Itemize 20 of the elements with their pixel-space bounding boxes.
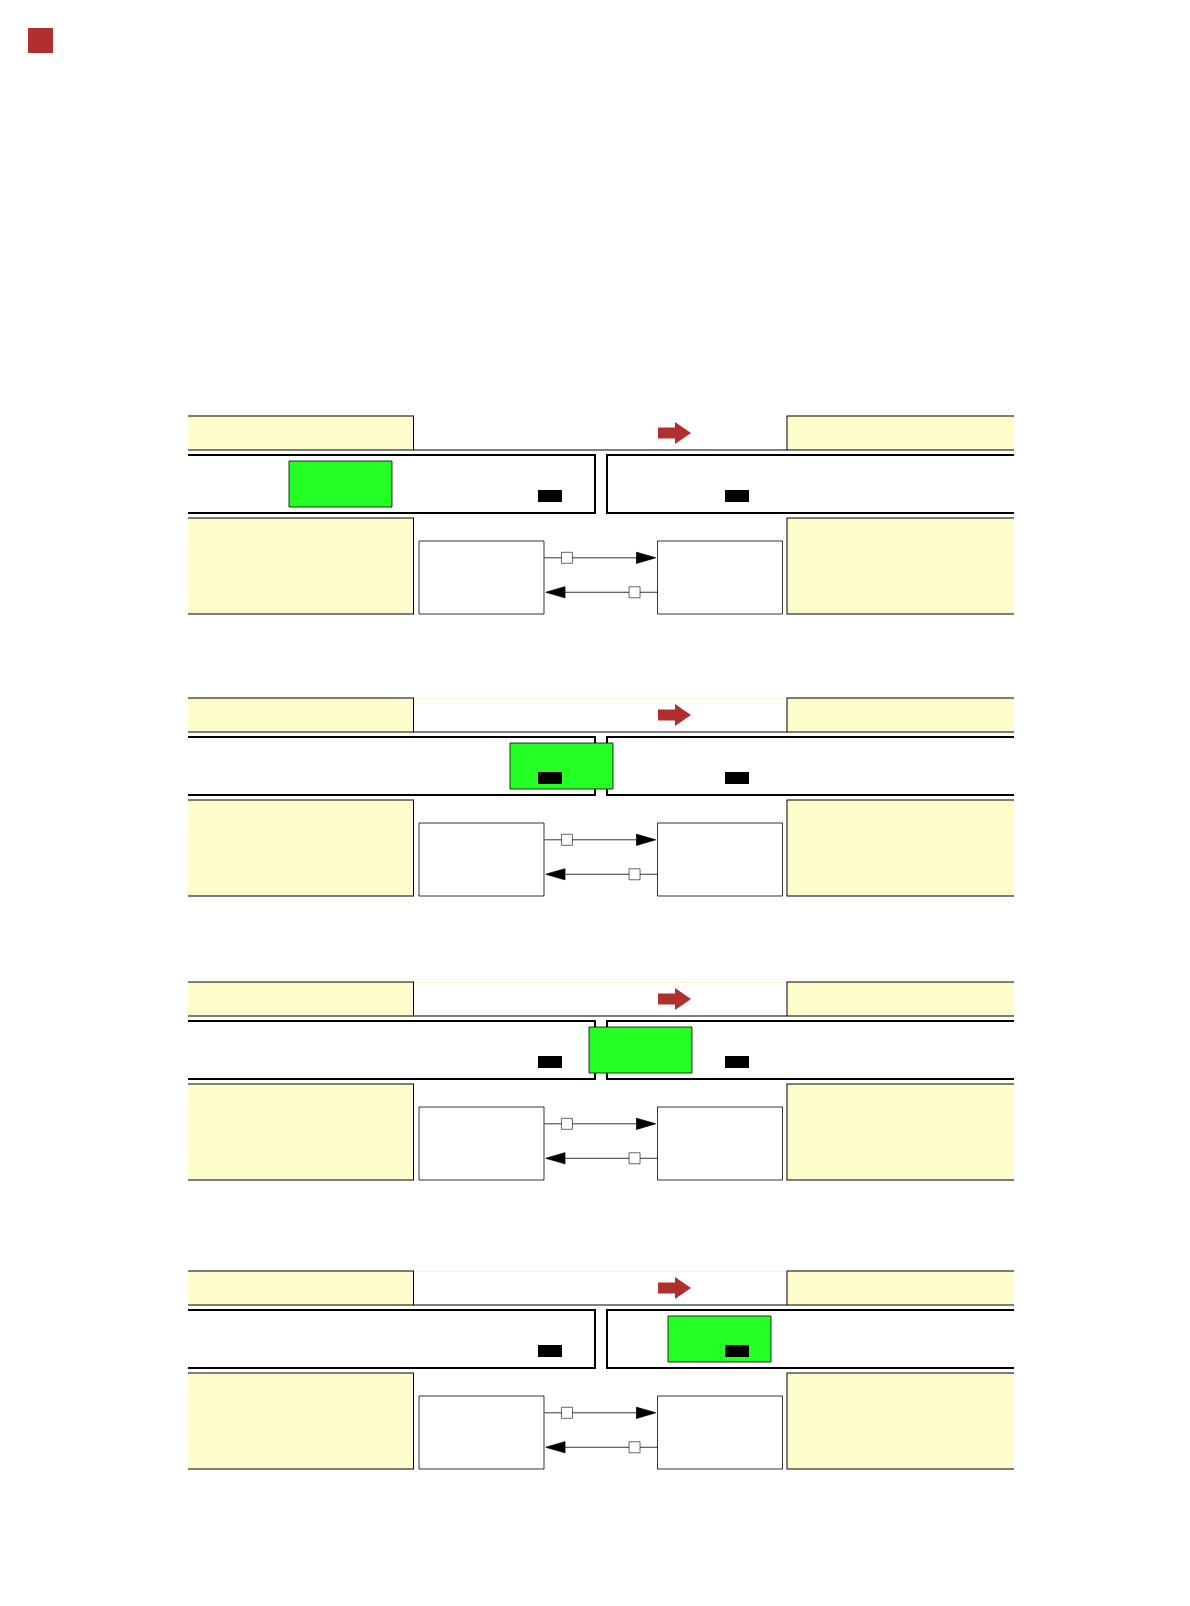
empty-box bbox=[418, 1106, 545, 1181]
empty-box bbox=[657, 822, 783, 897]
train-block bbox=[667, 1315, 772, 1363]
arrow bbox=[545, 586, 658, 599]
arrow bbox=[544, 833, 657, 846]
empty-box bbox=[657, 540, 783, 615]
empty-box bbox=[418, 540, 545, 615]
arrow bbox=[544, 1117, 657, 1130]
arrow bbox=[544, 1406, 657, 1419]
arrow bbox=[545, 1152, 658, 1165]
arrow bbox=[544, 551, 657, 564]
empty-box bbox=[418, 1395, 545, 1470]
empty-box bbox=[418, 822, 545, 897]
empty-box bbox=[657, 1106, 783, 1181]
empty-box bbox=[657, 1395, 783, 1470]
train-block bbox=[288, 460, 393, 508]
train-block bbox=[509, 742, 614, 790]
arrow bbox=[545, 868, 658, 881]
train-block bbox=[588, 1026, 693, 1074]
arrow bbox=[545, 1441, 658, 1454]
